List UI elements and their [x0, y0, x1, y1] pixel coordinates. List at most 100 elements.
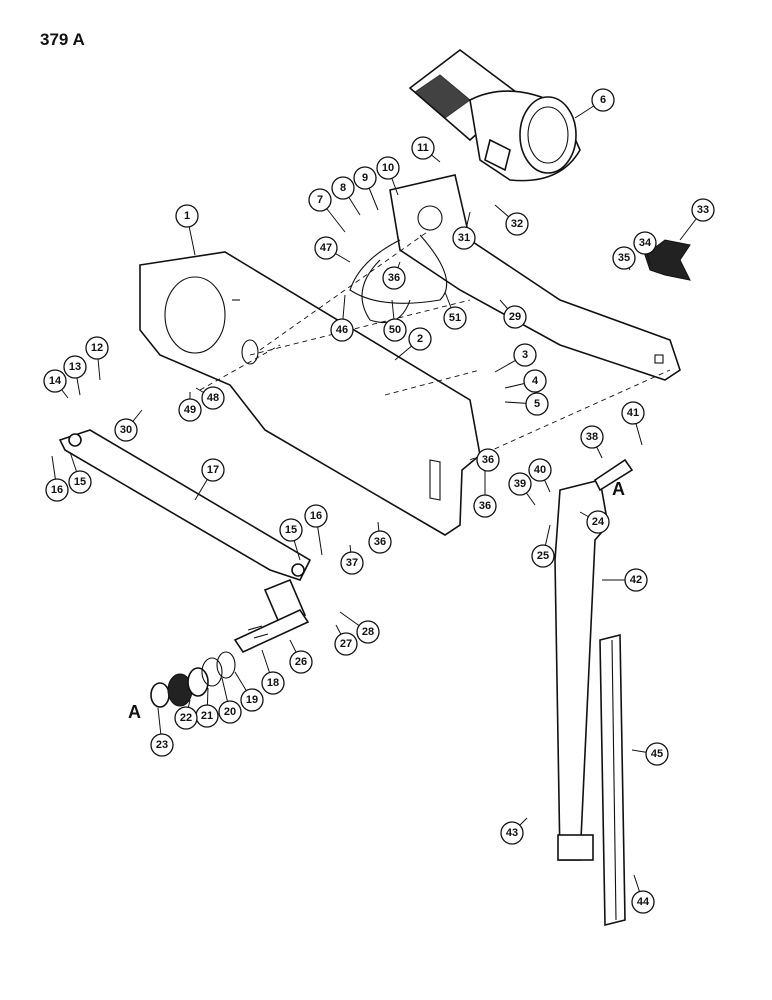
callout-33: 33	[679, 198, 715, 241]
callout-number: 47	[320, 242, 332, 254]
phantom-lines	[199, 229, 671, 461]
callout-circle	[340, 551, 364, 575]
callout-number: 33	[697, 204, 709, 216]
callout-circle	[411, 136, 435, 160]
callout-number: 2	[417, 333, 423, 345]
callout-circle	[279, 518, 303, 542]
callout-circle	[368, 530, 392, 554]
callout-number: 17	[207, 464, 219, 476]
callout-25: 25	[531, 524, 555, 568]
callout-36: 36	[368, 521, 392, 554]
callout-circle	[408, 327, 432, 351]
callout-45: 45	[631, 742, 669, 766]
callout-28: 28	[339, 611, 380, 644]
callout-circle	[586, 510, 610, 534]
callout-circle	[331, 176, 355, 200]
callout-circle	[308, 188, 332, 212]
callout-number: 39	[514, 478, 526, 490]
callout-circle	[633, 231, 657, 255]
callout-number: 23	[156, 739, 168, 751]
callout-42: 42	[602, 568, 648, 592]
callout-circle	[334, 632, 358, 656]
callout-circle	[174, 706, 198, 730]
callout-48: 48	[195, 386, 225, 410]
callout-20: 20	[218, 677, 242, 724]
callout-circle	[503, 305, 527, 329]
callout-number: 40	[534, 464, 546, 476]
callout-22: 22	[174, 699, 198, 730]
callout-4: 4	[504, 369, 547, 393]
callout-circle	[240, 688, 264, 712]
callout-number: 4	[532, 375, 539, 387]
callout-number: 36	[479, 500, 491, 512]
callout-10: 10	[376, 156, 400, 196]
callout-number: 20	[224, 706, 236, 718]
callout-21: 21	[195, 687, 219, 728]
callout-circle	[631, 890, 655, 914]
callout-number: 49	[184, 404, 196, 416]
callout-6: 6	[574, 88, 615, 119]
callout-number: 48	[207, 392, 219, 404]
callout-number: 50	[389, 324, 401, 336]
callout-43: 43	[500, 817, 528, 845]
callout-number: 12	[91, 342, 103, 354]
callout-number: 44	[637, 896, 650, 908]
callout-circle	[376, 156, 400, 180]
callout-number: 43	[506, 827, 518, 839]
callout-number: 26	[295, 656, 307, 668]
callout-11: 11	[411, 136, 441, 163]
callout-circle	[500, 821, 524, 845]
callout-circle	[531, 544, 555, 568]
callout-number: 37	[346, 557, 358, 569]
callout-number: 27	[340, 638, 352, 650]
callout-circle	[304, 504, 328, 528]
callout-36: 36	[476, 448, 500, 472]
page-label: 379 A	[40, 30, 85, 49]
callout-36: 36	[382, 261, 406, 290]
callout-38: 38	[580, 425, 604, 459]
wiper-motor	[408, 48, 581, 182]
callout-circle	[150, 733, 174, 757]
callout-circle	[612, 246, 636, 270]
callout-number: 8	[340, 182, 346, 194]
callout-number: 42	[630, 574, 642, 586]
callout-number: 35	[618, 252, 630, 264]
callout-group: 1234567891011121314151617181920212223242…	[43, 88, 715, 914]
callout-15: 15	[279, 518, 303, 561]
callout-number: 10	[382, 162, 394, 174]
callout-number: 38	[586, 431, 598, 443]
callout-8: 8	[331, 176, 361, 216]
callout-7: 7	[308, 188, 346, 233]
callout-number: 15	[285, 524, 297, 536]
callout-number: 34	[639, 237, 652, 249]
callout-circle	[114, 418, 138, 442]
callout-29: 29	[499, 299, 527, 329]
callout-number: 36	[374, 536, 386, 548]
callout-46: 46	[330, 294, 354, 342]
callout-number: 14	[49, 375, 62, 387]
callout-circle	[528, 458, 552, 482]
callout-number: 30	[120, 424, 132, 436]
callout-number: 3	[522, 349, 528, 361]
callout-51: 51	[443, 291, 467, 330]
callout-circle	[645, 742, 669, 766]
callout-41: 41	[621, 401, 645, 446]
callout-circle	[452, 226, 476, 250]
callout-16: 16	[45, 455, 69, 502]
callout-39: 39	[508, 472, 536, 506]
callout-number: 13	[69, 361, 81, 373]
reference-letter-a-shaft: A	[128, 702, 141, 722]
callout-number: 36	[388, 272, 400, 284]
callout-number: 15	[74, 476, 86, 488]
callout-44: 44	[631, 874, 655, 914]
callout-circle	[505, 212, 529, 236]
callout-number: 19	[246, 694, 258, 706]
callout-number: 5	[534, 398, 540, 410]
callout-2: 2	[394, 327, 432, 361]
callout-50: 50	[383, 299, 407, 342]
callout-circle	[85, 336, 109, 360]
callout-circle	[473, 494, 497, 518]
callout-circle	[289, 650, 313, 674]
callout-circle	[443, 306, 467, 330]
callout-circle	[580, 425, 604, 449]
